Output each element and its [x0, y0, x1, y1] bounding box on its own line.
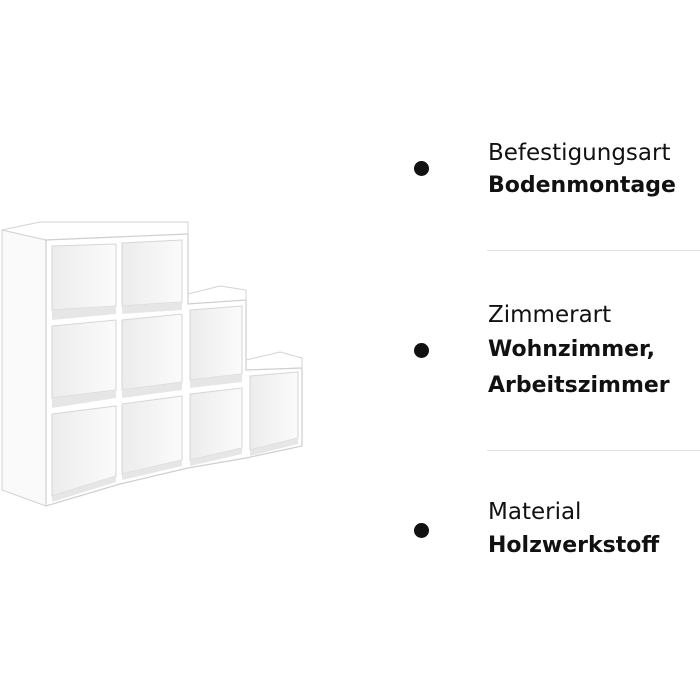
staircase-shelf-image	[1, 221, 303, 507]
spec-label-mounting: Befestigungsart	[488, 140, 671, 166]
spec-divider	[487, 250, 700, 251]
spec-label-material: Material	[488, 499, 582, 525]
bullet-icon	[414, 343, 429, 358]
bullet-icon	[414, 523, 429, 538]
spec-value-material: Holzwerkstoff	[488, 533, 660, 558]
spec-value-room-type-line-2: Arbeitszimmer	[488, 373, 670, 398]
spec-divider	[487, 450, 700, 451]
bullet-icon	[414, 161, 429, 176]
spec-label-room-type: Zimmerart	[488, 302, 612, 328]
spec-value-mounting: Bodenmontage	[488, 173, 676, 198]
spec-value-room-type-line-1: Wohnzimmer,	[488, 337, 656, 362]
